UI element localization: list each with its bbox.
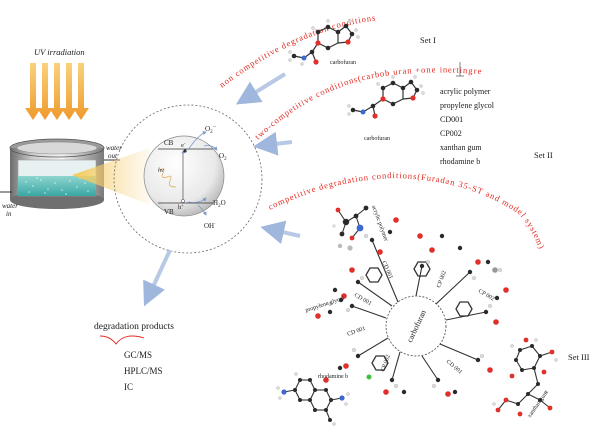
ingredient-xanthan-gum: xanthan gum xyxy=(440,143,482,152)
ingredient-acrylic-polymer: acrylic polymer xyxy=(440,87,491,96)
o2-label: O2 xyxy=(219,152,227,162)
set3-label: Set III xyxy=(568,352,590,362)
set2-label: Set II xyxy=(534,150,553,160)
vb-label: VB xyxy=(164,208,174,216)
oh-label: OH· xyxy=(204,222,216,230)
product-method-ic: IC xyxy=(124,382,133,392)
photon-wave xyxy=(159,168,177,188)
uv-label: UV irradiation xyxy=(34,47,85,57)
light-beam xyxy=(72,148,150,205)
set3-ring-motifs xyxy=(365,261,473,371)
set1-arrow xyxy=(235,72,287,105)
h2o-arrow xyxy=(187,197,207,203)
cd001-label-1: CD 001 xyxy=(380,260,393,280)
cp002-label-1: CP 002 xyxy=(436,270,448,289)
cp002-label-2: CP 002 xyxy=(477,289,495,303)
grey-atom xyxy=(492,267,498,273)
ingredient-cp002: CP002 xyxy=(440,129,462,138)
o2-arrow xyxy=(203,145,218,151)
uv-lamp-arrows xyxy=(25,63,89,120)
electron-dot xyxy=(183,149,187,153)
cd001-label-3: CD 001 xyxy=(347,326,367,338)
propylene-glycol-label: propylene glycol xyxy=(305,296,346,314)
electron-label: e- xyxy=(181,141,186,150)
set3-hydrogen-atoms xyxy=(328,234,502,388)
o2-radical-arrow xyxy=(187,131,207,151)
carbofuran-molecule-set1 xyxy=(288,19,360,66)
ingredient-propylene-glycol: propylene glycol xyxy=(440,101,495,110)
competitive-condition-text: competitive degradation conditions(Furad… xyxy=(266,170,547,251)
xanthan-gum-molecule xyxy=(492,337,558,417)
cd001-label-2: CD 001 xyxy=(353,293,372,308)
set2-ingredient-list: acrylic polymer propylene glycol CD001 C… xyxy=(440,87,495,166)
hole-label: h+ xyxy=(178,203,184,212)
set3-carbon-atoms xyxy=(327,229,500,395)
h2o-label: H2O xyxy=(213,199,226,209)
set1-molecule-label: carbofuran xyxy=(330,59,356,66)
ingredient-cd001: CD001 xyxy=(440,115,463,124)
set3-arrow xyxy=(260,220,301,244)
product-method-gcms: GC/MS xyxy=(124,350,152,360)
ingredient-rhodamine-b: rhodamine b xyxy=(440,157,480,166)
set2-molecule-label: carbofuran xyxy=(364,135,390,142)
products-brace xyxy=(99,335,145,345)
cp002-label-3: CP 002 xyxy=(380,354,392,373)
particle-zoom-circle xyxy=(113,104,263,254)
oh-arrow xyxy=(197,204,207,216)
cb-label: CB xyxy=(164,139,174,147)
set3-oxygen-atoms xyxy=(315,217,509,397)
acrylic-polymer-label: acrylic polymer xyxy=(370,205,389,243)
photocatalyst-particle xyxy=(143,135,225,217)
hole-dot xyxy=(181,199,185,203)
set3-center-label: carbofuran xyxy=(405,309,428,344)
products-title: degradation products xyxy=(94,322,174,332)
acrylic-polymer-molecule xyxy=(332,205,369,251)
products-arrow xyxy=(143,249,172,307)
set1-label: Set I xyxy=(420,35,436,45)
hv-label: hν xyxy=(158,168,164,174)
set3-spokes xyxy=(351,239,487,381)
set2-arrow xyxy=(253,131,293,156)
rhodamine-b-label: rhodamine b xyxy=(318,374,348,380)
carbofuran-molecule-set2 xyxy=(347,75,425,119)
product-method-hplcms: HPLC/MS xyxy=(124,366,163,376)
cd001-label-4: CD 001 xyxy=(445,359,463,376)
rhodamine-b-molecule xyxy=(276,372,350,426)
o2-radical-label: O2·- xyxy=(205,125,216,135)
chlorine-atom xyxy=(366,374,372,380)
